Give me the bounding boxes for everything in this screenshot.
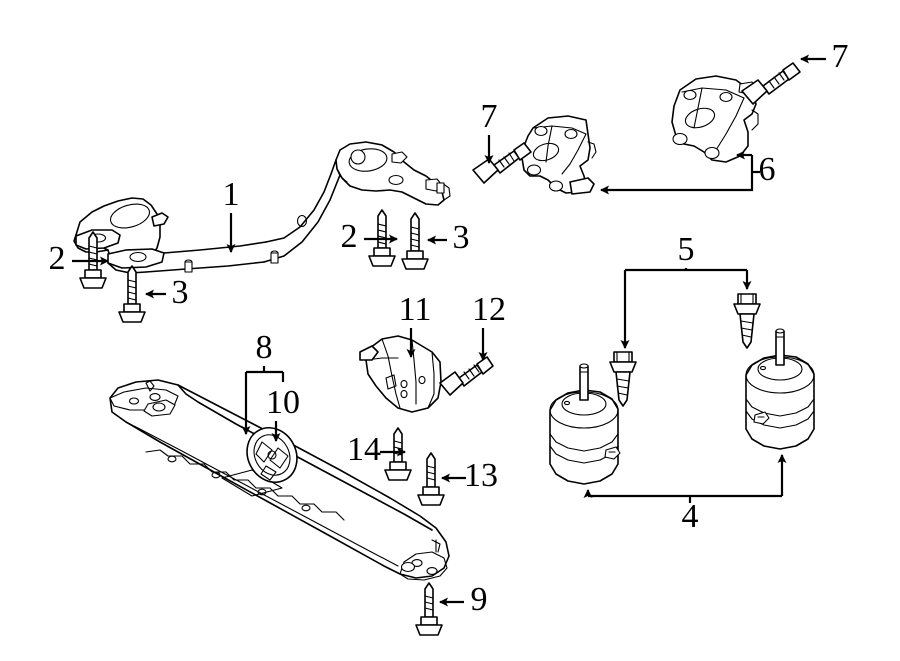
bolt-crossmember-9 [415,582,443,636]
callout-label-2b: 2 [341,218,358,255]
bolt-transmission-12 [439,356,494,396]
leader-6 [600,150,760,195]
callout-label-7a: 7 [481,98,498,135]
callout-label-8: 8 [256,329,273,366]
bolt-bracket-left-7 [472,142,532,184]
callout-label-3b: 3 [453,219,470,256]
leader-8 [241,366,283,435]
mount-bolt-right-5 [733,293,761,349]
callout-label-3a: 3 [172,274,189,311]
engine-mount-right [745,328,815,450]
bolt-upper-left-3 [118,265,146,323]
callout-label-6: 6 [759,151,776,188]
bolt-mid-3 [401,212,429,270]
callout-label-10: 10 [266,384,300,421]
bolt-crossmember-14 [384,427,412,481]
callout-label-11: 11 [399,291,432,328]
transmission-mount-bracket [359,335,442,413]
crossmember-bushing [246,427,298,483]
callout-label-12: 12 [472,291,506,328]
bolt-crossmember-13 [417,452,445,506]
callout-label-13: 13 [464,457,498,494]
callout-label-2a: 2 [49,240,66,277]
callout-label-7b: 7 [832,38,849,75]
engine-mount-bracket-left [521,115,597,195]
leader-5 [620,268,752,349]
leader-10 [271,372,285,442]
leader-4 [583,454,787,503]
callout-label-14: 14 [347,431,381,468]
callout-label-4: 4 [682,498,699,535]
callout-label-5: 5 [678,231,695,268]
callout-label-9: 9 [471,581,488,618]
bolt-mid-2 [368,209,396,267]
bolt-bracket-right-7 [741,62,801,105]
engine-mount-left [549,363,621,485]
mount-bolt-left-5 [609,351,637,407]
engine-support-brace [73,141,451,274]
callout-label-1: 1 [223,176,240,213]
